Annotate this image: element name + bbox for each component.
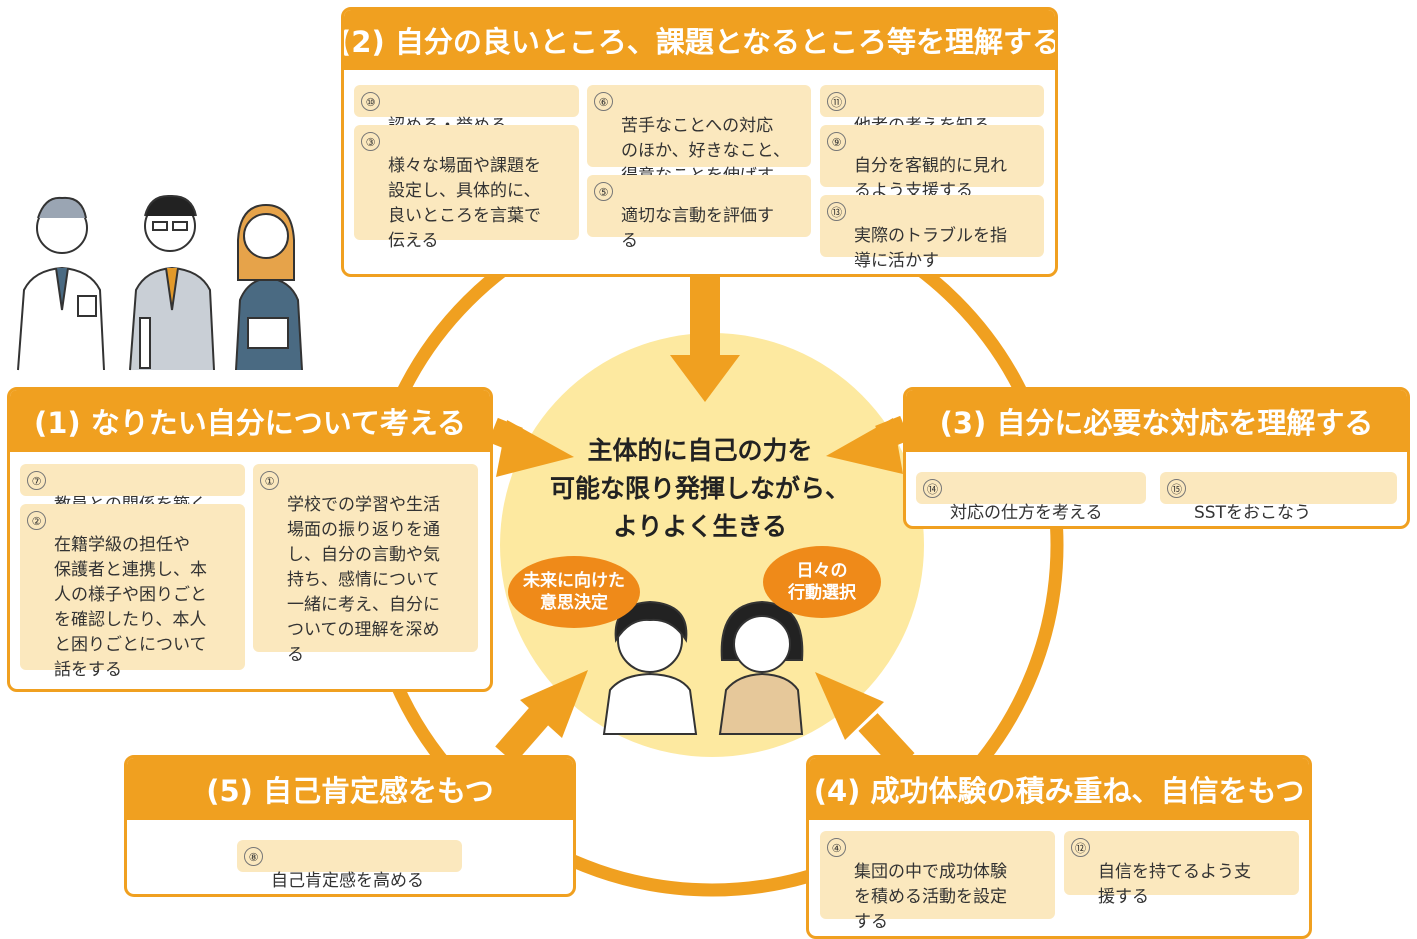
- box-2-title: (2) 自分の良いところ、課題となるところ等を理解する: [344, 10, 1055, 70]
- teachers-illustration: [17, 194, 303, 371]
- teacher-2-figure: [129, 194, 215, 371]
- students-illustration: [602, 600, 804, 735]
- box-1-title: (1) なりたい自分について考える: [10, 390, 490, 452]
- item-text: 適切な言動を評価す る: [621, 206, 774, 251]
- item-4: ④ 集団の中で成功体験 を積める活動を設定 する: [820, 831, 1055, 932]
- item-number: ①: [260, 471, 279, 490]
- item-text: 自己肯定感を高める: [271, 871, 424, 891]
- item-text: 学校での学習や生活 場面の振り返りを通 し、自分の言動や気 持ち、感情について …: [287, 495, 440, 665]
- item-8: ⑧ 自己肯定感を高める: [237, 840, 462, 891]
- item-number: ⑬: [827, 202, 846, 221]
- item-15: ⑮ SSTをおこなう: [1160, 472, 1397, 523]
- item-text: 自信を持てるよう支 援する: [1098, 862, 1251, 907]
- item-1: ① 学校での学習や生活 場面の振り返りを通 し、自分の言動や気 持ち、感情について…: [253, 464, 478, 665]
- item-number: ②: [27, 511, 46, 530]
- arrow-from-box2: [670, 270, 740, 402]
- arrow-from-box5: [495, 670, 588, 764]
- item-number: ⑦: [27, 471, 46, 490]
- arrow-from-box3: [826, 415, 910, 474]
- item-text: 集団の中で成功体験 を積める活動を設定 する: [854, 862, 1007, 932]
- item-5: ⑤ 適切な言動を評価す る: [587, 175, 811, 251]
- center-circle: [500, 333, 924, 757]
- daily-choice-oval: 日々の 行動選択: [763, 546, 881, 618]
- box-4-title: (4) 成功体験の積み重ね、自信をもつ: [809, 758, 1309, 820]
- box-5-title: (5) 自己肯定感をもつ: [127, 758, 573, 820]
- item-3: ③ 様々な場面や課題を 設定し、具体的に、 良いところを言葉で 伝える: [354, 125, 579, 251]
- item-number: ⑭: [923, 479, 942, 498]
- item-text: 様々な場面や課題を 設定し、具体的に、 良いところを言葉で 伝える: [388, 156, 541, 251]
- future-decision-oval: 未来に向けた 意思決定: [508, 556, 640, 628]
- item-7: ⑦教員との関係を築く: [20, 464, 245, 515]
- item-number: ⑧: [244, 847, 263, 866]
- student-girl-figure: [718, 600, 804, 735]
- teacher-3-figure: [235, 203, 303, 371]
- box-5: (5) 自己肯定感をもつ: [124, 755, 576, 897]
- student-boy-figure: [602, 600, 698, 735]
- arrow-from-box1: [488, 417, 574, 477]
- item-number: ⑤: [594, 182, 613, 201]
- item-text: 在籍学級の担任や 保護者と連携し、本 人の様子や困りごと を確認したり、本人 と…: [54, 535, 207, 680]
- item-11: ⑪他者の考えを知る: [820, 85, 1044, 136]
- item-number: ⑩: [361, 92, 380, 111]
- item-number: ⑪: [827, 92, 846, 111]
- box-3: (3) 自分に必要な対応を理解する: [903, 387, 1410, 529]
- item-2: ② 在籍学級の担任や 保護者と連携し、本 人の様子や困りごと を確認したり、本人 …: [20, 504, 245, 680]
- item-text: 対応の仕方を考える: [950, 503, 1103, 523]
- item-number: ⑨: [827, 132, 846, 151]
- item-number: ⑮: [1167, 479, 1186, 498]
- item-number: ④: [827, 838, 846, 857]
- item-13: ⑬ 実際のトラブルを指 導に活かす: [820, 195, 1044, 271]
- item-number: ⑫: [1071, 838, 1090, 857]
- item-text: SSTをおこなう: [1194, 503, 1311, 523]
- item-12: ⑫ 自信を持てるよう支 援する: [1064, 831, 1299, 907]
- item-10: ⑩認める・誉める: [354, 85, 579, 136]
- item-14: ⑭ 対応の仕方を考える: [916, 472, 1146, 523]
- teacher-1-figure: [17, 196, 105, 371]
- center-goal-text: 主体的に自己の力を 可能な限り発揮しながら、 よりよく生きる: [549, 436, 850, 541]
- box-3-title: (3) 自分に必要な対応を理解する: [906, 390, 1407, 452]
- item-number: ③: [361, 132, 380, 151]
- item-text: 実際のトラブルを指 導に活かす: [854, 226, 1007, 271]
- item-number: ⑥: [594, 92, 613, 111]
